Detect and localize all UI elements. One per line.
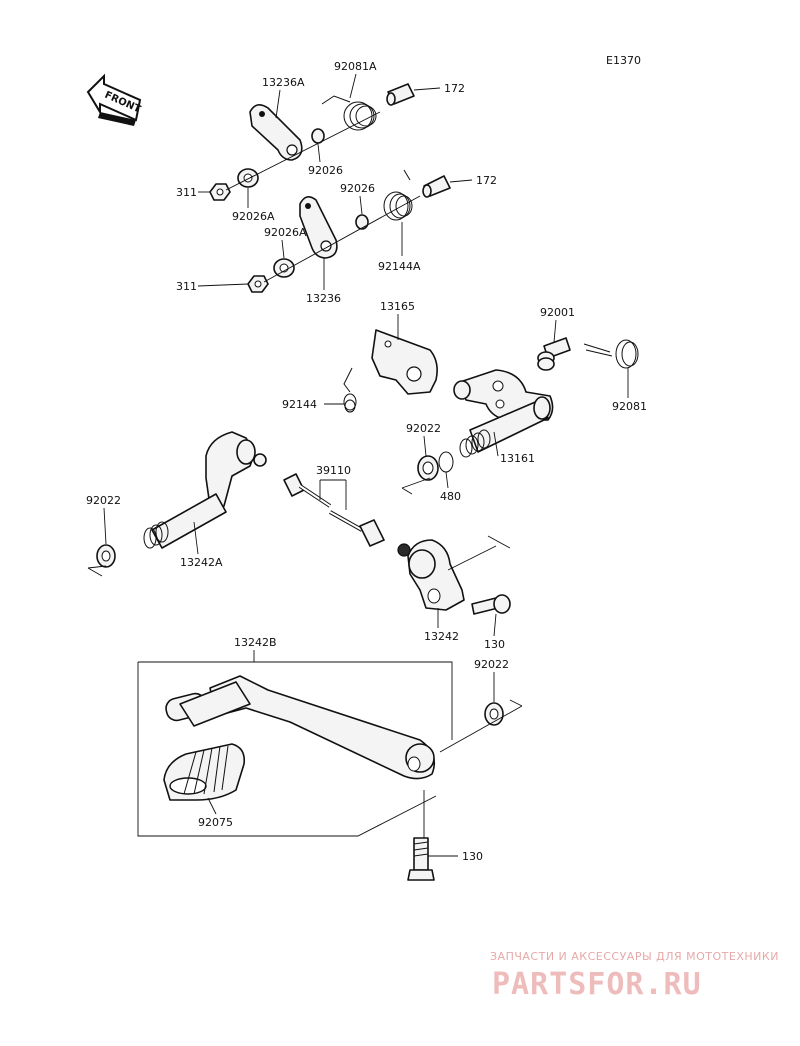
diagram-code: E1370	[606, 54, 641, 67]
label-130-upper: 130	[484, 638, 505, 651]
part-92144-spring	[343, 367, 357, 413]
label-39110: 39110	[316, 464, 351, 477]
watermark-logo: PARTSFOR.RU	[492, 967, 702, 1002]
part-92026-washer-lower	[355, 214, 369, 230]
label-92001: 92001	[540, 306, 575, 319]
part-92075-rubber	[163, 743, 246, 801]
label-130-lower: 130	[462, 850, 483, 863]
front-arrow-icon: FRONT	[86, 73, 142, 126]
label-92026-lower: 92026	[340, 182, 375, 195]
part-13242-lever	[397, 535, 511, 611]
label-92081: 92081	[612, 400, 647, 413]
part-480-circlip	[438, 451, 454, 473]
label-92022-lower: 92022	[474, 658, 509, 671]
label-92026-upper: 92026	[308, 164, 343, 177]
part-13161-shaft	[453, 369, 554, 458]
label-13242: 13242	[424, 630, 459, 643]
label-13161: 13161	[500, 452, 535, 465]
part-311-nut-upper	[209, 183, 231, 201]
part-13165-plate	[371, 329, 438, 395]
label-92075: 92075	[198, 816, 233, 829]
label-480: 480	[440, 490, 461, 503]
label-13242B: 13242B	[234, 636, 277, 649]
label-13242A: 13242A	[180, 556, 223, 569]
label-92022-left: 92022	[86, 494, 121, 507]
label-92026A-upper: 92026A	[232, 210, 275, 223]
part-92001-bolt	[537, 337, 571, 371]
label-92081A: 92081A	[334, 60, 377, 73]
part-172-pin-top	[386, 83, 441, 106]
part-13242B-pedal	[165, 675, 436, 780]
label-92026A-lower: 92026A	[264, 226, 307, 239]
label-13236A: 13236A	[262, 76, 305, 89]
label-13236: 13236	[306, 292, 341, 305]
label-172-top: 172	[444, 82, 465, 95]
part-92081-spring	[583, 339, 639, 369]
label-92144A: 92144A	[378, 260, 421, 273]
part-92081A-spring	[321, 95, 377, 131]
watermark-caption: ЗАПЧАСТИ И АКСЕССУАРЫ ДЛЯ МОТОТЕХНИКИ	[490, 950, 779, 963]
label-92022-middle: 92022	[406, 422, 441, 435]
part-13236-arm	[299, 196, 338, 259]
part-13236A-arm	[249, 104, 303, 161]
part-172-pin-lower	[422, 175, 473, 198]
part-92144A-spring	[383, 169, 413, 221]
part-311-nut-lower	[247, 275, 269, 293]
part-130-bolt-upper	[471, 594, 511, 615]
part-39110-tie-rod	[283, 473, 385, 547]
part-130-bolt-lower	[407, 790, 435, 881]
part-13242A-lever	[143, 431, 267, 549]
label-172-lower: 172	[476, 174, 497, 187]
label-311-lower: 311	[176, 280, 197, 293]
part-13242B-box	[137, 650, 453, 837]
label-13165: 13165	[380, 300, 415, 313]
label-92144: 92144	[282, 398, 317, 411]
label-311-upper: 311	[176, 186, 197, 199]
